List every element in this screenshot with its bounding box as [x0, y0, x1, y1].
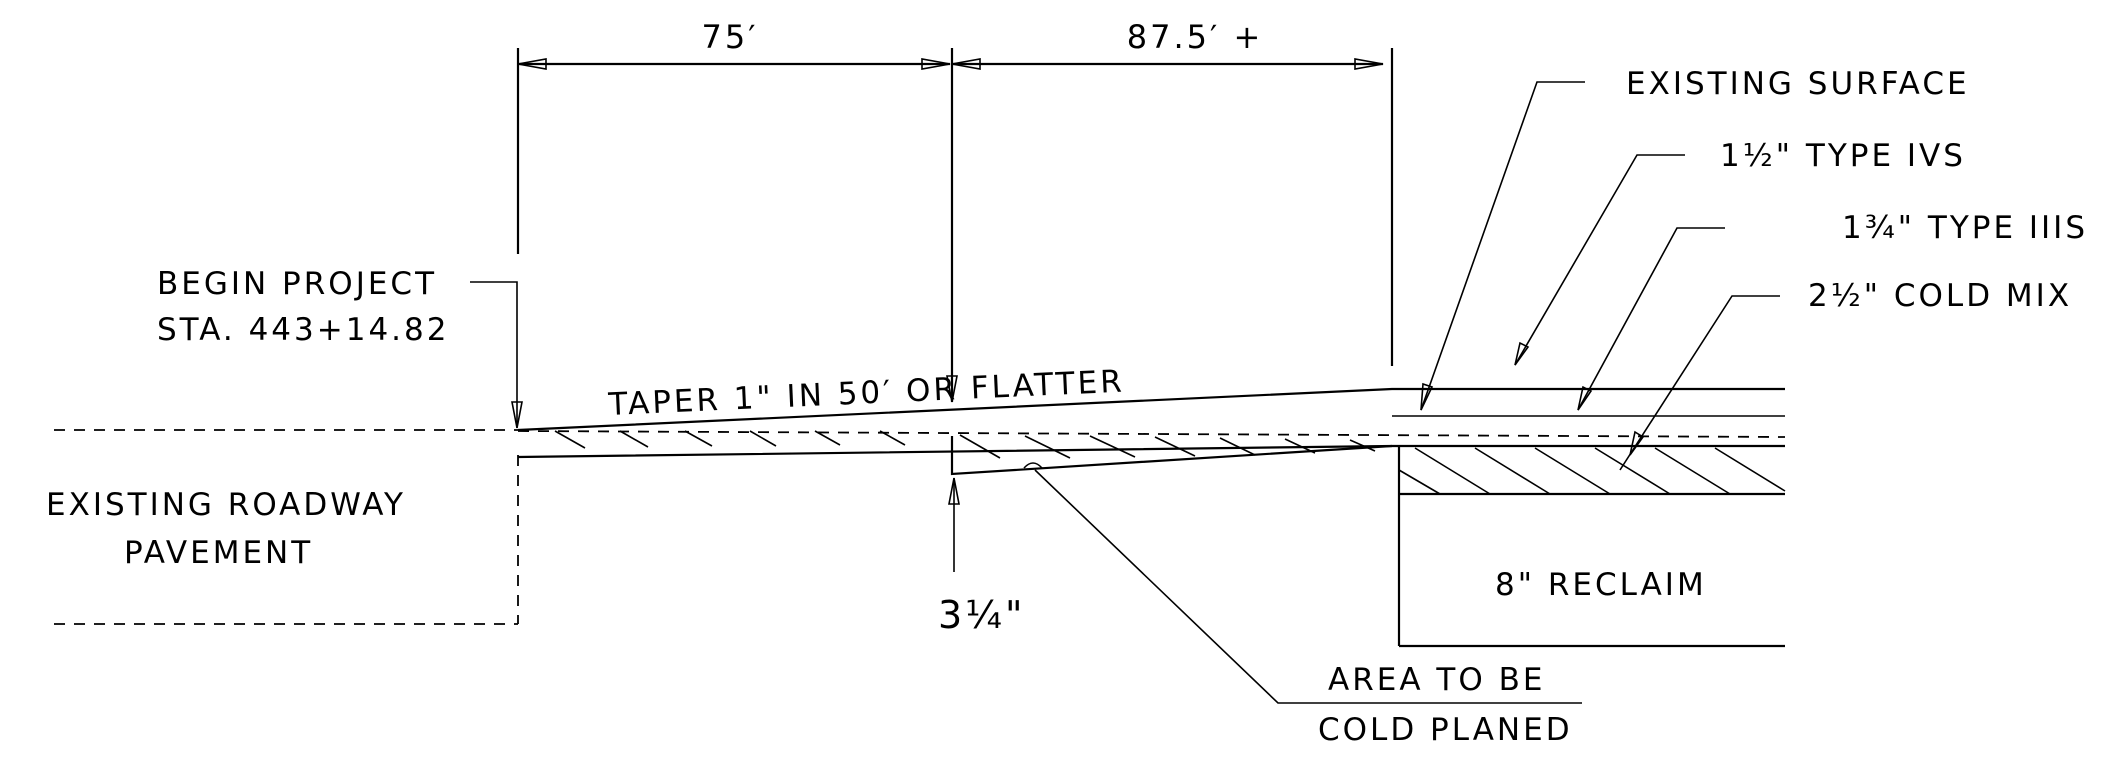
begin-project-leader: [470, 281, 518, 428]
dimension-75-text: 75′: [702, 18, 759, 56]
leader-type-iiis: [1577, 227, 1725, 411]
existing-pavement-label-2: PAVEMENT: [124, 535, 313, 571]
existing-surface-dashed: [517, 430, 1786, 438]
cold-plane-bottom-line: [950, 436, 1393, 476]
area-note-2: COLD PLANED: [1318, 712, 1573, 748]
leader-tick: [1023, 462, 1043, 469]
depth-label: 3¼": [938, 593, 1026, 637]
arrowhead: [517, 58, 547, 70]
area-cold-planed-callout: AREA TO BE COLD PLANED: [1023, 462, 1582, 748]
station-label: STA. 443+14.82: [157, 312, 449, 348]
layer-label-type-iiis: 1¾" TYPE IIIS: [1842, 210, 2088, 246]
layer-label-type-ivs: 1½" TYPE IVS: [1720, 138, 1966, 174]
existing-roadway-pavement: EXISTING ROADWAY PAVEMENT: [46, 429, 519, 625]
reclaim-section: 8" RECLAIM: [1397, 446, 1786, 648]
begin-project-label: BEGIN PROJECT: [157, 266, 437, 302]
reclaim-label: 8" RECLAIM: [1495, 567, 1707, 603]
dimension-87-5ft: 87.5′ +: [946, 18, 1394, 403]
layer-label-existing-surface: EXISTING SURFACE: [1626, 66, 1970, 102]
area-note-1: AREA TO BE: [1328, 662, 1545, 698]
new-surface-line: [517, 387, 1785, 432]
dimension-75ft: 75′: [516, 18, 951, 254]
leader-type-ivs: [1514, 154, 1685, 366]
arrowhead: [948, 477, 960, 505]
leader-existing-surface: [1420, 81, 1585, 411]
cold-mix-hatching: [1398, 447, 1786, 495]
layer-label-cold-mix: 2½" COLD MIX: [1808, 278, 2072, 314]
dimension-87-5-text: 87.5′ +: [1127, 18, 1264, 56]
begin-project-callout: BEGIN PROJECT STA. 443+14.82: [157, 266, 523, 429]
leader-cold-mix: [1619, 295, 1780, 471]
overlay-bottom-line: [517, 444, 1785, 459]
cold-plane-depth-dimension: 3¼": [938, 477, 1026, 637]
arrowhead: [1420, 382, 1434, 411]
taper-hatching: [554, 430, 1376, 459]
arrowhead: [1354, 58, 1384, 70]
arrowhead: [951, 58, 981, 70]
arrowhead: [946, 375, 958, 403]
layer-callouts: EXISTING SURFACE 1½" TYPE IVS 1¾" TYPE I…: [1420, 66, 2088, 471]
existing-pavement-label-1: EXISTING ROADWAY: [46, 487, 406, 523]
arrowhead: [1629, 430, 1645, 456]
arrowhead: [511, 401, 523, 429]
arrowhead: [1577, 385, 1593, 411]
arrowhead: [1514, 341, 1530, 366]
area-leader: [1034, 469, 1582, 704]
arrowhead: [921, 58, 951, 70]
